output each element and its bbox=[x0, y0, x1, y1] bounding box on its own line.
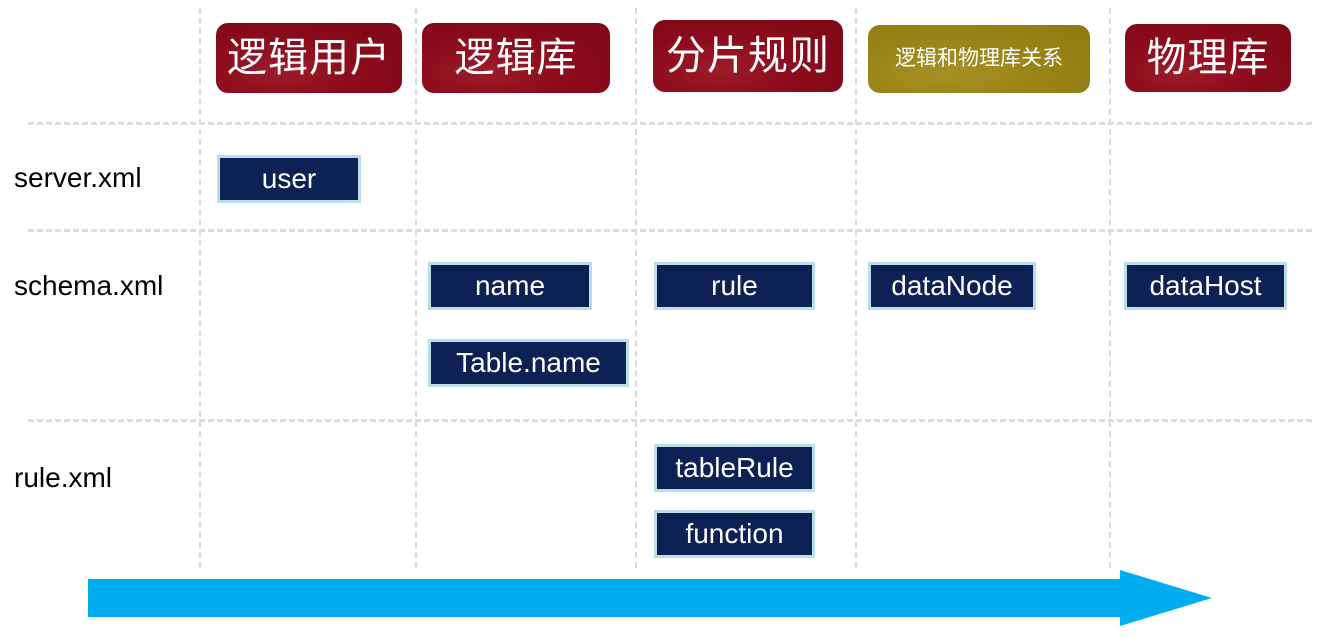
row-label-rule-xml: rule.xml bbox=[14, 462, 112, 494]
column-header-logical-db[interactable]: 逻辑库 bbox=[422, 23, 610, 93]
row-label-server-xml: server.xml bbox=[14, 162, 142, 194]
column-header-logical-physical-relation[interactable]: 逻辑和物理库关系 bbox=[868, 25, 1090, 93]
grid-vline-2 bbox=[415, 8, 417, 568]
item-box-label: dataNode bbox=[891, 270, 1013, 301]
item-box-tablerule[interactable]: tableRule bbox=[654, 444, 815, 492]
row-label-text: server.xml bbox=[14, 162, 142, 193]
item-box-datahost[interactable]: dataHost bbox=[1124, 262, 1287, 310]
column-header-label: 逻辑库 bbox=[454, 36, 578, 80]
item-box-datanode[interactable]: dataNode bbox=[868, 262, 1036, 310]
row-label-text: rule.xml bbox=[14, 462, 113, 493]
grid-hline-2 bbox=[28, 229, 1312, 232]
item-box-label: rule bbox=[711, 270, 758, 301]
grid-vline-1 bbox=[199, 8, 201, 568]
row-label-schema-xml: schema.xml bbox=[14, 270, 163, 302]
item-box-label: tableRule bbox=[675, 452, 794, 483]
item-box-label: dataHost bbox=[1149, 270, 1262, 301]
item-box-rule[interactable]: rule bbox=[654, 262, 815, 310]
item-box-label: function bbox=[685, 518, 784, 549]
grid-hline-3 bbox=[28, 419, 1312, 422]
grid-hline-1 bbox=[28, 122, 1312, 125]
column-header-sharding-rule[interactable]: 分片规则 bbox=[653, 20, 843, 92]
grid-vline-3 bbox=[635, 8, 637, 568]
grid-vline-4 bbox=[855, 8, 857, 568]
column-header-physical-db[interactable]: 物理库 bbox=[1125, 24, 1291, 92]
grid-vline-5 bbox=[1109, 8, 1111, 568]
column-header-label: 物理库 bbox=[1146, 36, 1270, 80]
column-header-label: 逻辑用户 bbox=[227, 36, 391, 80]
column-header-label: 分片规则 bbox=[666, 34, 830, 78]
item-box-label: name bbox=[474, 270, 546, 301]
item-box-name[interactable]: name bbox=[428, 262, 592, 310]
item-box-user[interactable]: user bbox=[217, 155, 361, 203]
column-header-label: 逻辑和物理库关系 bbox=[895, 47, 1063, 71]
row-label-text: schema.xml bbox=[14, 270, 164, 301]
item-box-function[interactable]: function bbox=[654, 510, 815, 558]
item-box-label: user bbox=[261, 163, 317, 194]
flow-direction-arrow bbox=[88, 570, 1212, 626]
column-header-logical-user[interactable]: 逻辑用户 bbox=[216, 23, 402, 93]
item-box-table-name[interactable]: Table.name bbox=[428, 339, 629, 387]
item-box-label: Table.name bbox=[456, 347, 601, 378]
